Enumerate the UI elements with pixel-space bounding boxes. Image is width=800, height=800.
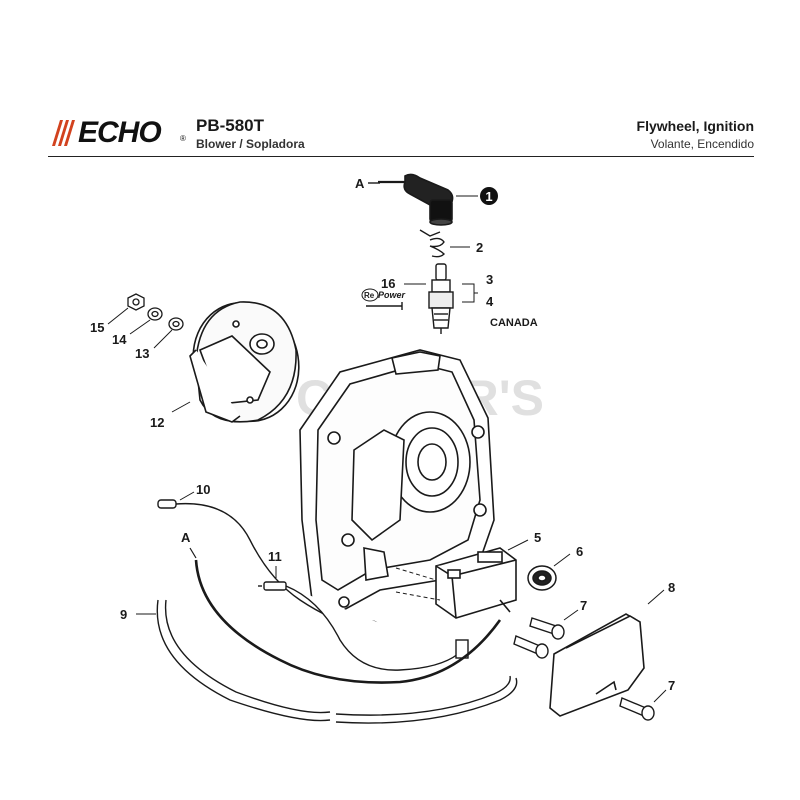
repower-power-text: Power: [378, 290, 406, 300]
coil-mount-line-2: [395, 591, 441, 601]
coil-bolt-upper: [529, 617, 565, 640]
part-13-label: 13: [135, 346, 149, 361]
ref-a-wire-leader: [189, 547, 197, 559]
canada-note: CANADA: [490, 317, 538, 329]
brand-name: ECHO: [78, 116, 162, 149]
part-1-label: 1: [485, 189, 492, 204]
part-2-label: 2: [476, 240, 483, 255]
part-4-label: 4: [486, 294, 494, 309]
coil-cover: [549, 613, 645, 717]
echo-logo: ECHO ®: [48, 118, 188, 148]
high-tension-lead: [194, 559, 502, 684]
engine-housing: [299, 349, 495, 613]
spring-clip: [419, 229, 445, 258]
part-15-leader: [107, 307, 129, 325]
registered-mark: ®: [180, 134, 186, 143]
part-3-4-bracket: [462, 283, 478, 303]
part-7b-leader: [653, 689, 667, 703]
part-10-leader: [179, 491, 195, 501]
part-14-leader: [129, 319, 151, 335]
flat-washer: [168, 317, 184, 331]
part-9-label: 9: [120, 607, 127, 622]
part-5-leader: [507, 539, 529, 551]
cover-bolt: [619, 697, 655, 721]
part-7a-leader: [563, 609, 579, 621]
spring-washer: [147, 307, 163, 321]
coil-bolt-lower: [513, 635, 549, 659]
part-5-label: 5: [534, 530, 541, 545]
part-6-leader: [553, 553, 571, 567]
part-12-label: 12: [150, 415, 164, 430]
header-divider: [48, 156, 754, 157]
section-subtitle: Volante, Encendido: [650, 137, 754, 151]
repower-logo: Re Power: [361, 288, 406, 310]
part-10-label: 10: [196, 482, 210, 497]
insulation-tube: [156, 599, 518, 724]
part-11-label: 11: [268, 549, 282, 564]
model-number: PB-580T: [196, 116, 265, 135]
repower-re-text: Re: [364, 291, 375, 300]
product-name: Blower / Sopladora: [196, 137, 305, 151]
page-header: ECHO ® PB-580T Blower / Sopladora Flywhe…: [48, 112, 754, 156]
ref-a-wire-label: A: [181, 530, 191, 545]
part-12-leader: [171, 401, 191, 413]
spark-plug-cap: [378, 173, 454, 226]
flywheel: [189, 301, 300, 423]
spark-plug: [428, 263, 454, 334]
part-8-leader: [647, 589, 665, 605]
part-14-label: 14: [112, 332, 127, 347]
stop-terminal: [258, 581, 469, 671]
part-6-label: 6: [576, 544, 583, 559]
section-title: Flywheel, Ignition: [636, 118, 754, 134]
part-7a-label: 7: [580, 598, 587, 613]
part-15-label: 15: [90, 320, 104, 335]
ref-a-top-label: A: [355, 176, 365, 191]
grommet: [527, 565, 557, 591]
part-8-label: 8: [668, 580, 675, 595]
part-7b-label: 7: [668, 678, 675, 693]
part-13-leader: [153, 329, 173, 349]
part-16-label: 16: [381, 276, 395, 291]
ignition-coil: [435, 547, 517, 619]
flywheel-nut: [127, 293, 145, 311]
part-3-label: 3: [486, 272, 493, 287]
logo-stripes-icon: [52, 120, 75, 146]
part-1-badge: [480, 187, 498, 205]
